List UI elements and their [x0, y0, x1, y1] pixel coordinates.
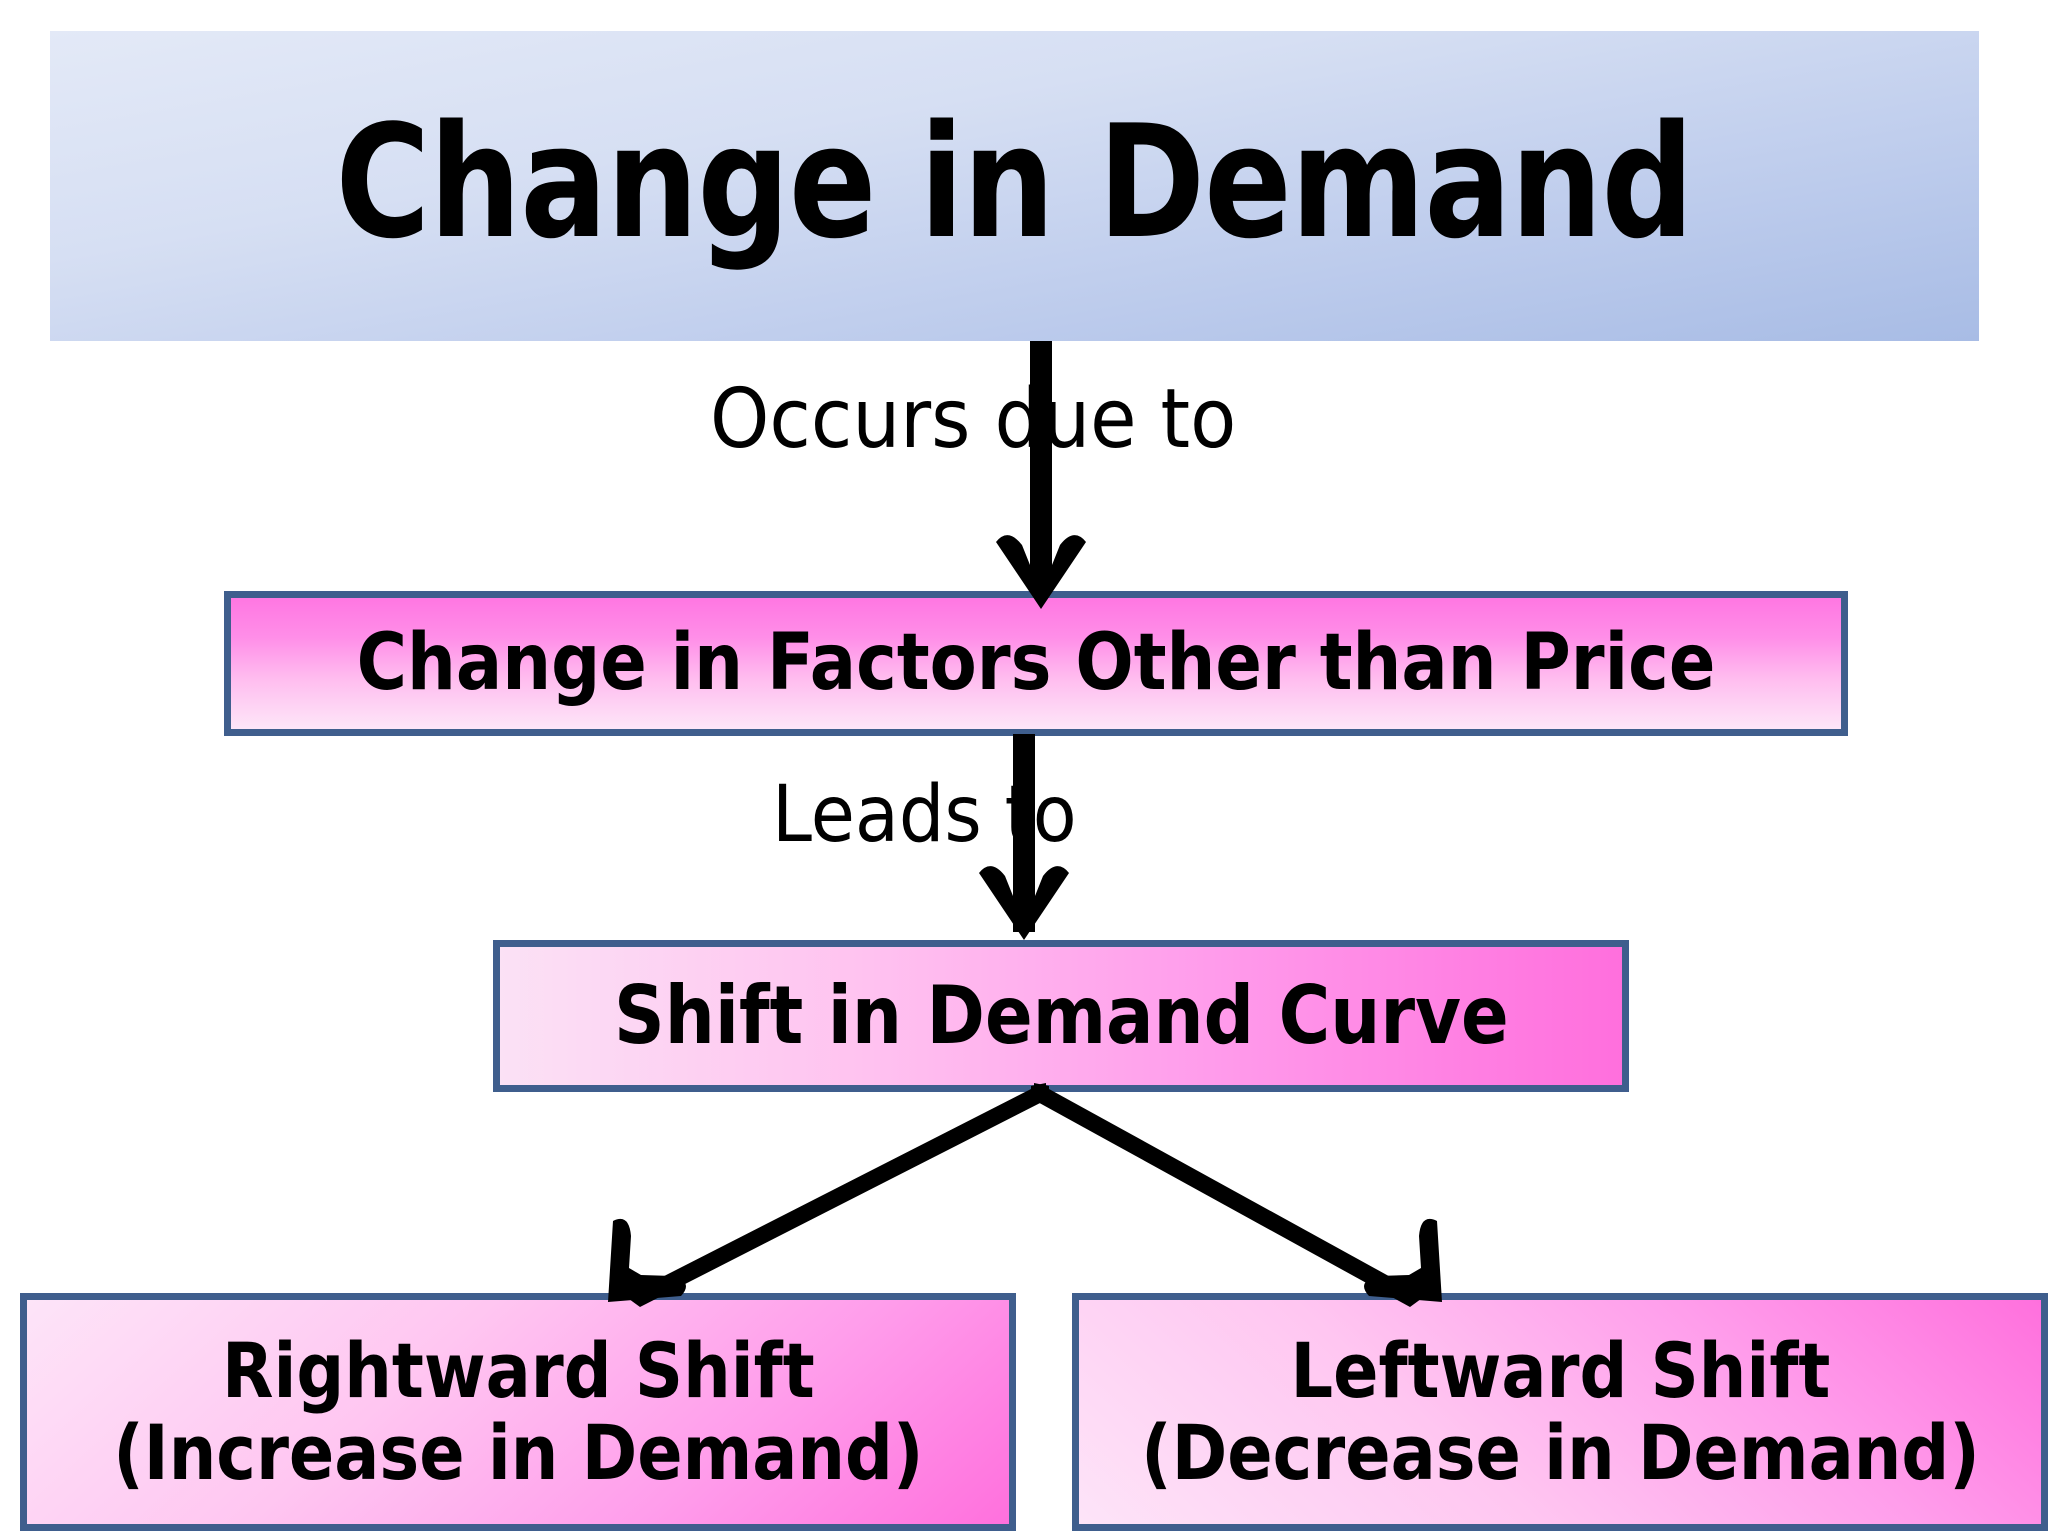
node-shift-in-demand-curve[interactable]: Shift in Demand Curve	[493, 940, 1629, 1092]
node-change-in-factors-other-than-price[interactable]: Change in Factors Other than Price	[224, 591, 1848, 736]
node-label: Leftward Shift (Decrease in Demand)	[1140, 1325, 1980, 1497]
node-leftward-shift-decrease-in-demand[interactable]: Leftward Shift (Decrease in Demand)	[1072, 1293, 2048, 1531]
edge-label-occurs-due-to: Occurs due to	[710, 372, 1237, 467]
node-label: Shift in Demand Curve	[613, 968, 1509, 1062]
arrow-shift-to-rightward	[608, 1083, 1046, 1307]
node-rightward-shift-increase-in-demand[interactable]: Rightward Shift (Increase in Demand)	[20, 1293, 1016, 1531]
page-title: Change in Demand	[335, 92, 1694, 274]
arrow-shift-to-leftward	[1034, 1083, 1442, 1307]
node-label: Rightward Shift (Increase in Demand)	[112, 1325, 924, 1497]
title-banner: Change in Demand	[50, 31, 1979, 341]
node-label: Change in Factors Other than Price	[356, 618, 1716, 709]
edge-label-leads-to: Leads to	[772, 770, 1077, 860]
